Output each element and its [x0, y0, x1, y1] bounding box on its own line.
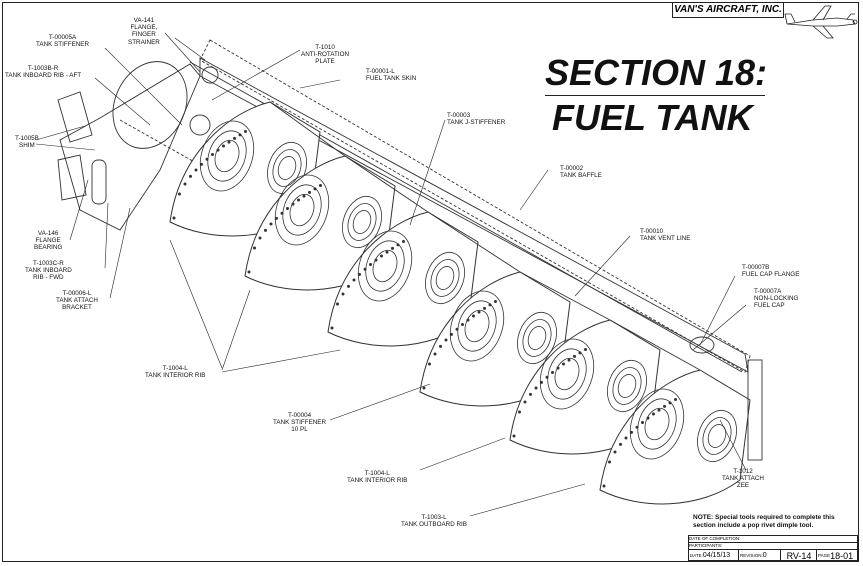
title-block-row: DATE OF COMPLETION:	[689, 536, 857, 543]
participants-label: PARTICIPANTS:	[689, 543, 723, 548]
page-label: PAGE	[818, 553, 831, 558]
tank-stiffener-line	[609, 319, 701, 371]
revision-label: REVISION:	[740, 553, 763, 558]
title-block-row: PARTICIPANTS:	[689, 543, 857, 550]
note-text: Special tools required to complete this …	[693, 514, 835, 529]
tank-rib	[419, 271, 571, 407]
section-subtitle: FUEL TANK	[552, 97, 753, 138]
brand-label: VAN'S AIRCRAFT, INC.	[672, 2, 784, 18]
revision-cell: REVISION: 0	[739, 550, 781, 561]
airplane-logo	[784, 5, 858, 39]
date-cell: DATE: 04/15/13	[689, 550, 739, 561]
title-divider	[545, 95, 765, 96]
model-cell: RV-14	[781, 550, 817, 561]
title-block: DATE OF COMPLETION: PARTICIPANTS: DATE: …	[688, 535, 858, 561]
tank-stiffener-line	[344, 155, 429, 213]
section-title: SECTION 18:	[545, 52, 768, 93]
tank-rib	[509, 319, 661, 455]
note-lead: NOTE:	[693, 514, 714, 521]
revision-value: 0	[762, 552, 767, 559]
tank-rib	[327, 211, 479, 347]
page-value: 18-01	[830, 550, 854, 561]
tank-rib	[599, 369, 751, 505]
title-block-row: DATE: 04/15/13 REVISION: 0 RV-14 PAGE 18…	[689, 550, 857, 561]
date-label: DATE:	[690, 553, 703, 558]
tank-stiffener-line	[427, 211, 521, 273]
note: NOTE: Special tools required to complete…	[693, 514, 853, 529]
date-completion-label: DATE OF COMPLETION:	[689, 536, 741, 541]
tank-stiffener-line	[269, 101, 346, 157]
tank-rib	[244, 155, 396, 291]
date-value: 04/15/13	[702, 552, 731, 559]
model-value: RV-14	[786, 550, 812, 561]
tank-stiffener-line	[519, 271, 611, 321]
page-cell: PAGE 18-01	[817, 550, 859, 561]
